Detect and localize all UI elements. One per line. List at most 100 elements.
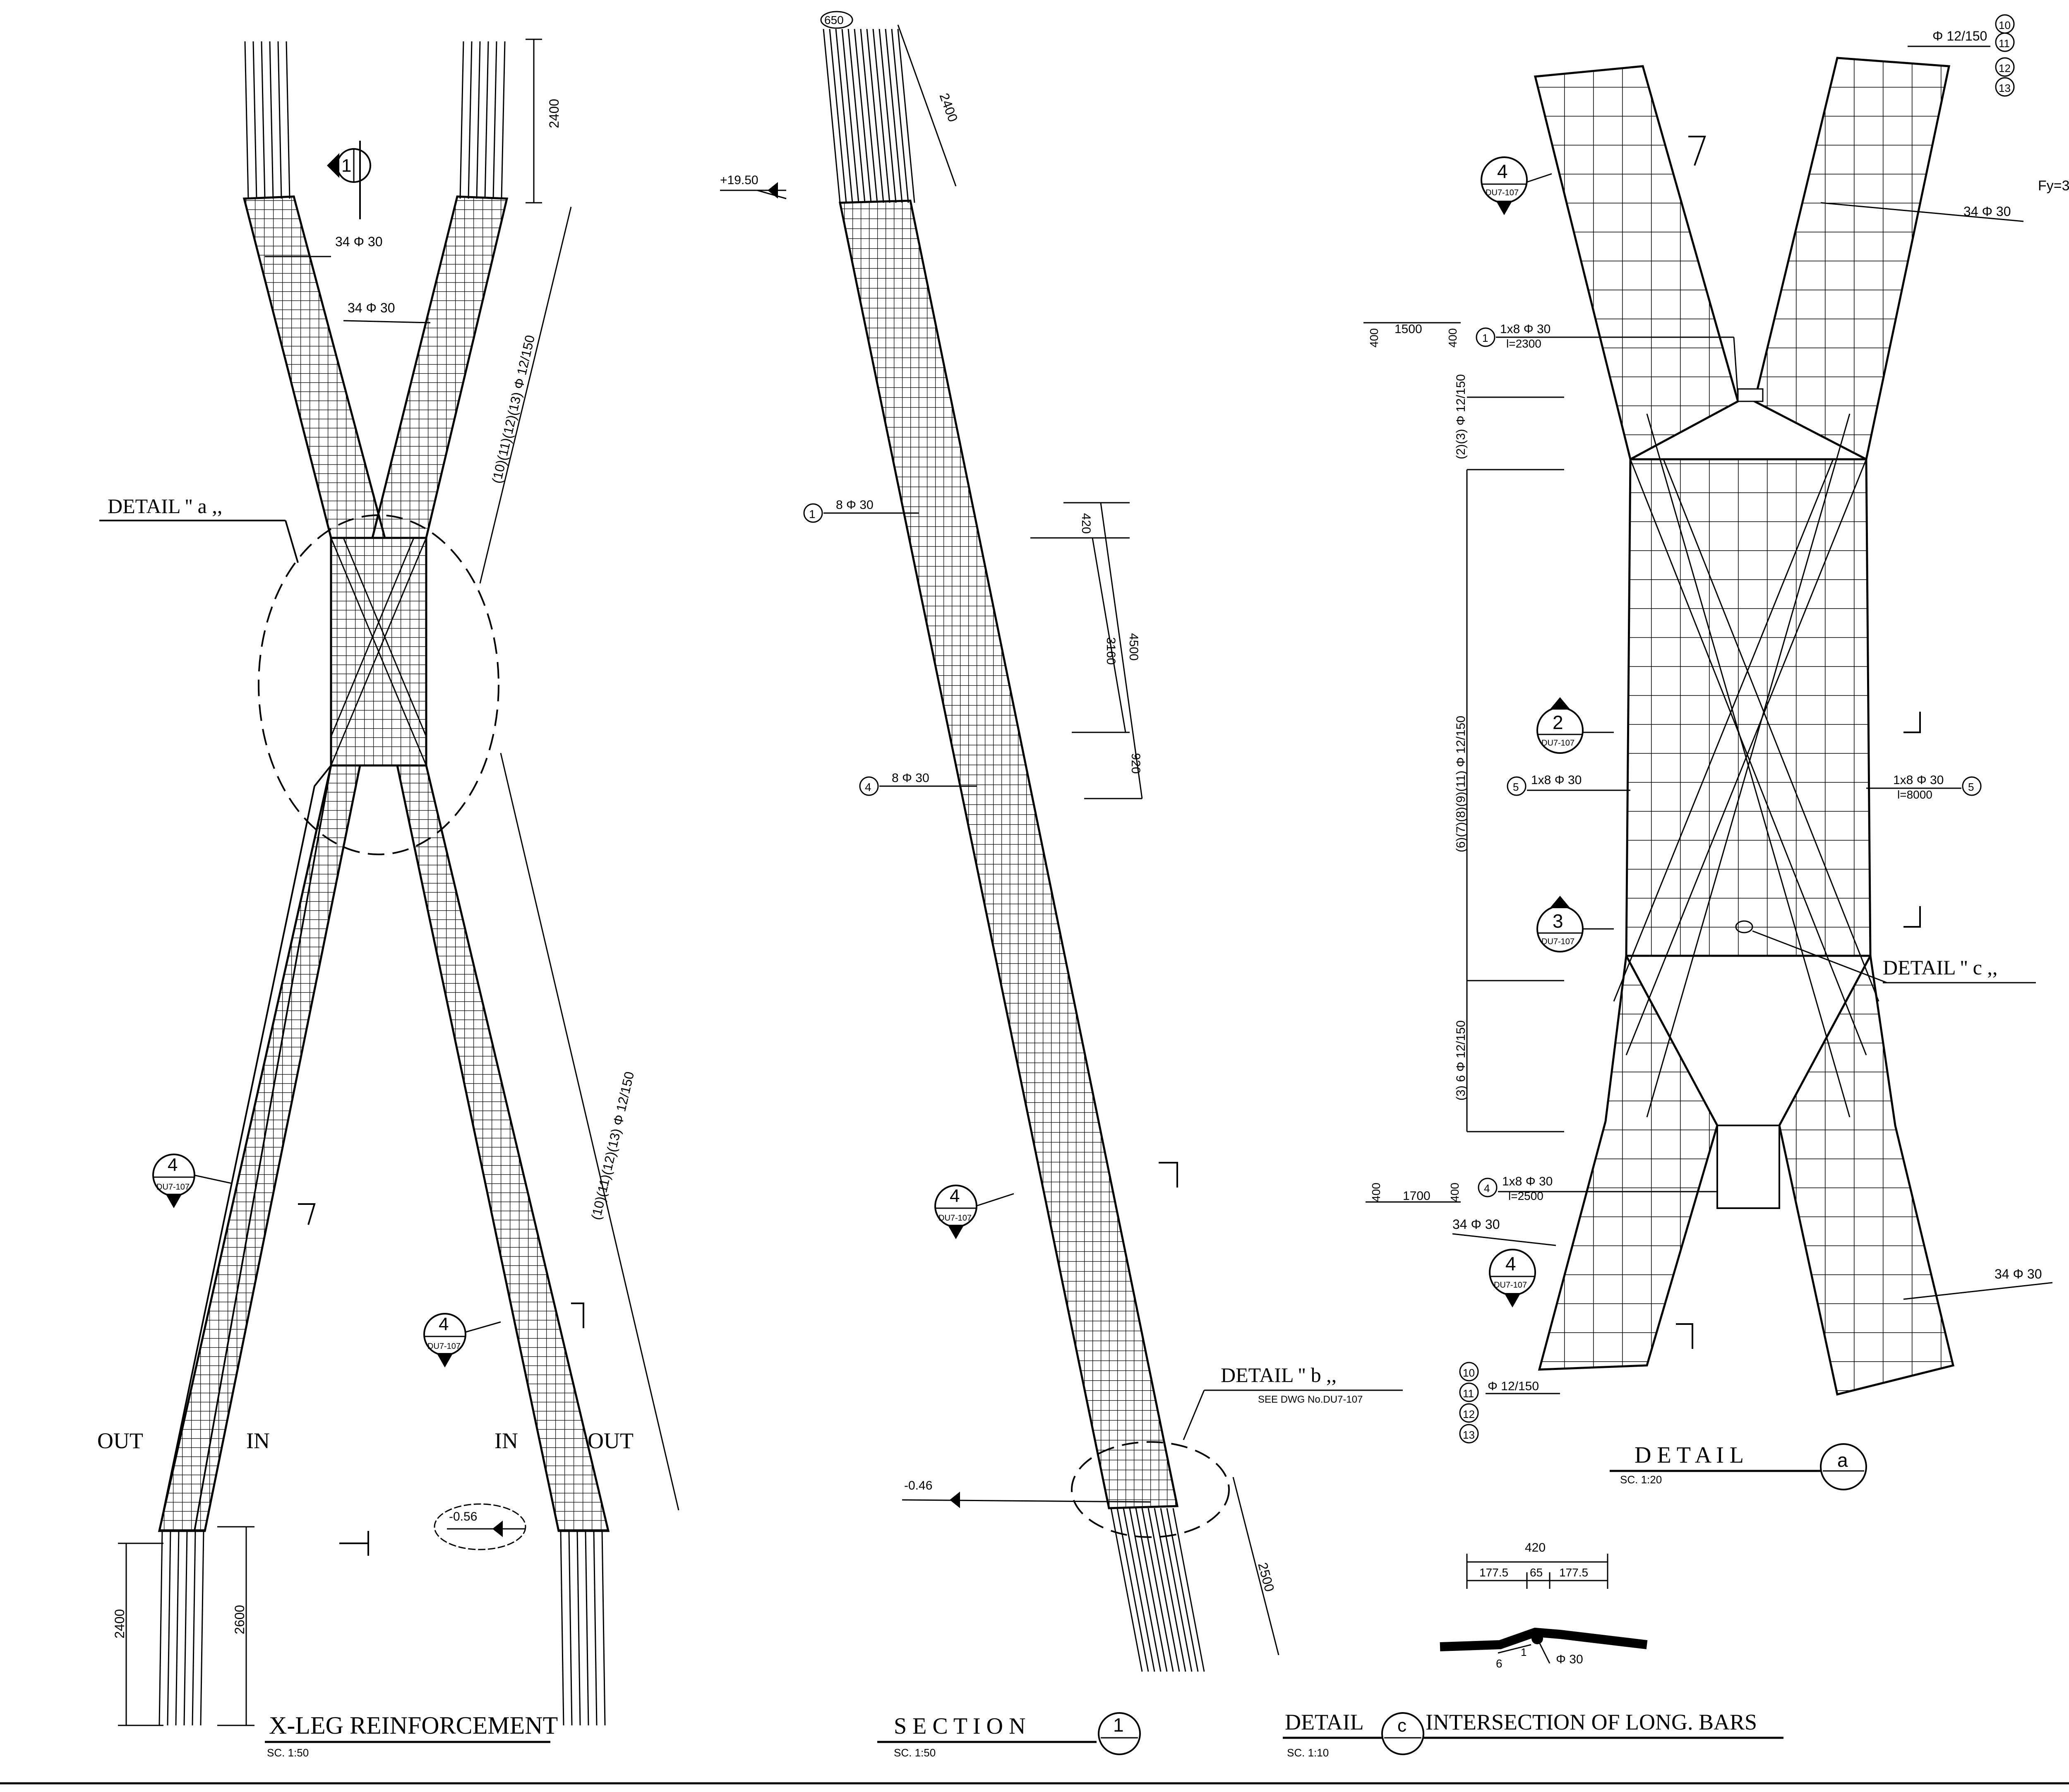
detail-a-tag-2: 2 DU7-107 (1536, 697, 1614, 754)
detail-c-scale: SC. 1:10 (1287, 1746, 1329, 1759)
svg-text:11: 11 (1999, 37, 2010, 50)
detail-a-tag-4-top: 4 DU7-107 (1481, 156, 1552, 215)
svg-text:DU7-107: DU7-107 (1486, 188, 1519, 197)
xleg-node-diagonals (330, 537, 427, 766)
xleg-out-right: OUT (588, 1428, 634, 1453)
xleg-view: DETAIL '' a ,, 34 Φ 30 34 Φ 30 2400 (10)… (97, 38, 679, 1759)
section1-title: S E C T I O N (894, 1713, 1025, 1739)
xleg-stirrups-lower: (10)(11)(12)(13) Φ 12/150 (588, 1070, 637, 1221)
section1-level-minus046: -0.46 (904, 1479, 932, 1492)
section1-dim-420: 420 (1079, 513, 1093, 534)
section1-top-bars (823, 29, 915, 203)
detail-a-dim-400c: 400 (1370, 1183, 1383, 1202)
svg-text:2: 2 (1553, 712, 1563, 733)
section1-level-plus1950: +19.50 (720, 173, 758, 187)
detail-a-lower-right-arm (1778, 952, 1955, 1396)
xleg-section-tag: 1 (327, 141, 371, 219)
svg-text:DU7-107: DU7-107 (938, 1214, 972, 1223)
section1-bar-1: 8 Φ 30 (836, 498, 874, 512)
svg-text:13: 13 (1463, 1429, 1475, 1441)
svg-text:10: 10 (1999, 19, 2011, 31)
section1-detail-b-ellipse (1071, 1441, 1230, 1538)
detail-c-slope-1: 1 (1521, 1646, 1527, 1658)
svg-text:1: 1 (809, 508, 816, 521)
detail-a-stirrup-3-6: (3) 6 Φ 12/150 (1454, 1020, 1468, 1101)
xleg-lower-left-leg-outer (158, 765, 332, 1532)
svg-text:4: 4 (950, 1186, 960, 1206)
svg-text:11: 11 (1463, 1387, 1474, 1400)
xleg-tag-4-left: 4 DU7-107 (152, 1154, 232, 1208)
detail-a-dim-1700: 1700 (1403, 1189, 1431, 1203)
svg-text:1: 1 (341, 156, 351, 176)
xleg-dim-2400-bottom: 2400 (112, 1609, 127, 1638)
xleg-out-left: OUT (97, 1428, 143, 1453)
xleg-detail-a-ellipse (258, 514, 499, 855)
section1-dim-920: 920 (1129, 753, 1143, 774)
xleg-upper-right-leg (371, 195, 509, 539)
detail-c-dim-65: 65 (1530, 1566, 1543, 1579)
detail-a-dim-400a: 400 (1368, 328, 1380, 348)
svg-text:5: 5 (1968, 781, 1974, 793)
xleg-top-right-bars (459, 41, 506, 199)
svg-text:12: 12 (1463, 1408, 1475, 1420)
detail-a-title-letter: a (1837, 1449, 1848, 1471)
svg-text:DU7-107: DU7-107 (427, 1342, 461, 1351)
detail-a-bar-5-left: 1x8 Φ 30 (1531, 773, 1582, 787)
section1-scale: SC. 1:50 (894, 1746, 936, 1759)
xleg-level-cloud: -0.56 (434, 1503, 526, 1550)
detail-a-title: D E T A I L (1635, 1442, 1744, 1468)
section1-column (838, 199, 1179, 1509)
section1-tag-4: 4 DU7-107 (934, 1185, 1014, 1239)
detail-a-lower-left-arm (1538, 952, 1719, 1371)
svg-text:4: 4 (1484, 1182, 1490, 1195)
detail-c-dim-420: 420 (1525, 1541, 1546, 1555)
svg-text:1: 1 (1482, 332, 1488, 344)
xleg-top-left-bars (244, 41, 290, 199)
detail-a-upper-left-arm (1534, 65, 1739, 461)
svg-text:10: 10 (1463, 1367, 1475, 1379)
detail-c-slope-6: 6 (1496, 1657, 1503, 1670)
detail-a-stirrup-nums-top: 10 11 12 13 (1995, 14, 2015, 97)
detail-a-view: Φ 12/150 10 11 12 13 Fy=35 34 Φ 30 4 DU7… (1363, 14, 2069, 1490)
svg-text:3: 3 (1553, 910, 1563, 932)
xleg-bar-34-top-left: 34 Φ 30 (335, 234, 383, 249)
svg-text:4: 4 (168, 1155, 178, 1175)
svg-text:4: 4 (865, 781, 871, 794)
xleg-dim-2400-top: 2400 (547, 99, 562, 128)
detail-a-stirrup-6-11: (6)(7)(8)(9)(11) Φ 12/150 (1454, 716, 1468, 852)
svg-text:DU7-107: DU7-107 (156, 1183, 190, 1192)
svg-text:4: 4 (1505, 1253, 1516, 1274)
detail-a-dim-1500: 1500 (1395, 322, 1422, 336)
detail-a-node-diagonals (1613, 413, 1879, 1118)
detail-a-stirrup-top: Φ 12/150 (1932, 29, 1987, 43)
section1-bar-4: 8 Φ 30 (892, 771, 929, 785)
xleg-dim-2600-bottom: 2600 (232, 1605, 247, 1634)
detail-c-view: 420 177.5 65 177.5 6 1 Φ 30 DETAIL c INT… (1283, 1541, 1783, 1759)
xleg-lower-right-leg (396, 764, 610, 1532)
xleg-bottom-left-bars (158, 1531, 204, 1726)
detail-c-title: DETAIL (1285, 1710, 1364, 1734)
svg-text:4: 4 (1497, 161, 1508, 182)
detail-a-bar-1-len: l=2300 (1506, 337, 1541, 350)
detail-a-bar-5-right: 1x8 Φ 30 (1893, 773, 1944, 787)
section1-dim-4500: 4500 (1127, 633, 1140, 661)
detail-c-dim-177b: 177.5 (1559, 1566, 1588, 1579)
section1-title-num: 1 (1113, 1714, 1124, 1736)
section1-dim-650: 650 (824, 14, 844, 26)
xleg-bar-34-top-right: 34 Φ 30 (348, 300, 395, 315)
xleg-in-left: IN (246, 1428, 270, 1453)
detail-a-dim-400d: 400 (1448, 1183, 1461, 1202)
detail-a-stirrup-bottom: Φ 12/150 (1488, 1379, 1539, 1393)
xleg-scale: SC. 1:50 (267, 1746, 309, 1759)
detail-a-dim-400b: 400 (1446, 328, 1459, 348)
detail-a-bar-5-right-len: l=8000 (1897, 788, 1932, 801)
detail-a-bar-1: 1x8 Φ 30 (1500, 322, 1551, 336)
detail-c-bar (1440, 1627, 1648, 1651)
detail-a-upper-right-arm (1753, 57, 1951, 461)
detail-a-bar-34-top: 34 Φ 30 (1963, 204, 2011, 219)
svg-text:5: 5 (1513, 781, 1519, 793)
section1-bottom-bars (1110, 1508, 1205, 1672)
section1-dim-2400: 2400 (936, 91, 960, 124)
svg-text:DU7-107: DU7-107 (1541, 739, 1575, 748)
